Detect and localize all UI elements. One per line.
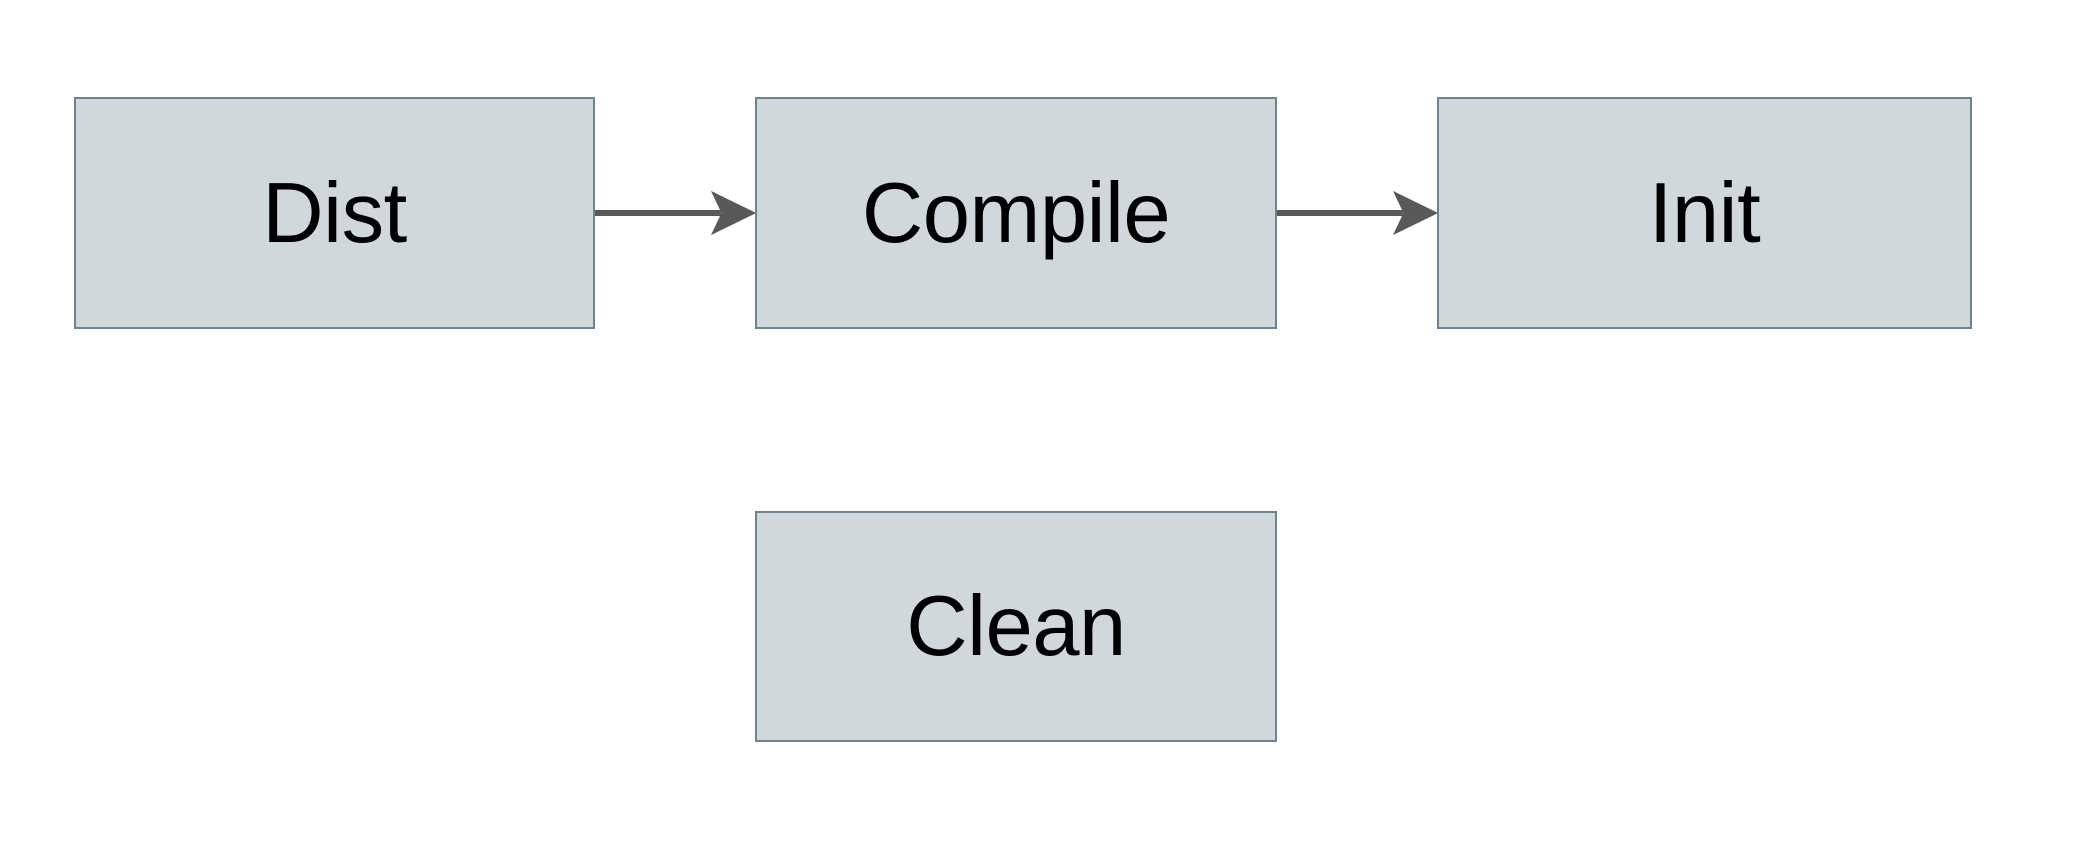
node-init[interactable]: Init [1437,97,1972,329]
edge-compile-to-init[interactable] [1277,190,1439,236]
node-dist[interactable]: Dist [74,97,595,329]
node-label-init: Init [1648,165,1761,261]
node-clean[interactable]: Clean [755,511,1277,742]
arrowhead-icon [710,190,757,236]
edge-dist-to-compile[interactable] [595,190,757,236]
node-label-clean: Clean [906,579,1126,674]
node-label-dist: Dist [262,165,407,261]
node-label-compile: Compile [861,165,1171,261]
arrowhead-icon [1392,190,1439,236]
node-compile[interactable]: Compile [755,97,1277,329]
